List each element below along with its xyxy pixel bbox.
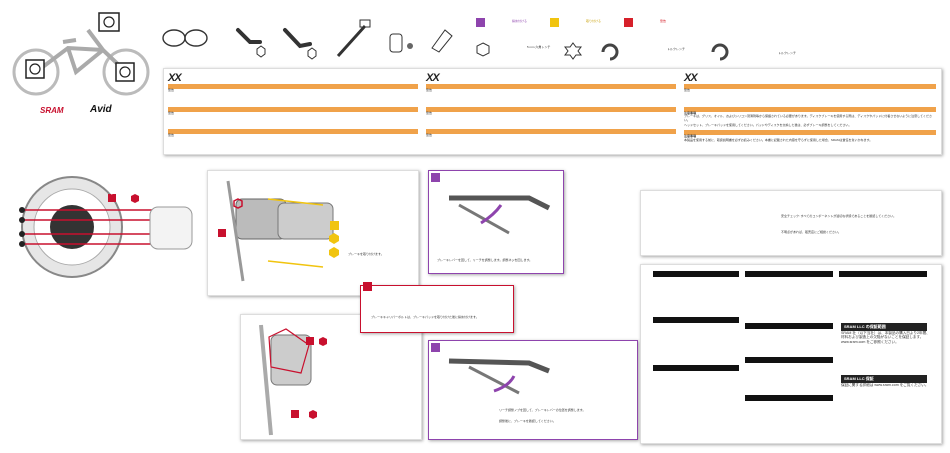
mount-panel <box>240 314 422 440</box>
warranty-bar <box>653 271 739 277</box>
warning-label: 警告 <box>168 110 175 115</box>
caution-text: ブレーキは、グリス、オイル、およびシリコン潤滑剤等から保護されている必要がありま… <box>684 114 932 122</box>
legend: 締め付ける 取り付ける 警告 <box>476 18 676 38</box>
warranty-bar <box>653 365 739 371</box>
tube-icon <box>431 29 453 53</box>
sram-logo: SRAM <box>40 106 64 115</box>
warning-label: 警告 <box>168 88 175 92</box>
warning-column-3: XX 警告 注意事項 ブレーキは、グリス、オイル、およびシリコン潤滑剤等から保護… <box>684 72 936 142</box>
warranty-title: SRAM LLC の保証範囲 <box>841 323 927 331</box>
hex-key-icon <box>236 28 266 58</box>
warranty-text-2: 保証に関する詳細は www.sram.com をご覧ください。 <box>841 383 929 387</box>
legend-purple-swatch <box>476 18 485 27</box>
warning-column-2: XX 警告 警告 警告 <box>426 72 676 138</box>
tools-row <box>160 18 460 63</box>
rotor-diagram: 1 <box>10 172 200 282</box>
notice-text: 安全チェック: すべてのコンポーネントが適切な状態であることを確認してください。 <box>781 214 897 218</box>
torque-wrench-icon <box>336 19 371 58</box>
note-text: 本製品を使用する前に、取扱説明書を必ずお読みください。本書に記載された内容を守ら… <box>684 137 873 142</box>
step-badge-red <box>363 282 372 291</box>
hex-key-2-icon <box>283 28 317 60</box>
safety-glasses-icon <box>162 29 208 47</box>
bike-illustration <box>8 10 153 102</box>
warranty-bar <box>745 395 833 401</box>
warning-bar <box>684 106 936 112</box>
legend-yellow-label: 取り付ける <box>586 19 602 23</box>
legend-red-label: 警告 <box>660 19 667 23</box>
warning-box-text: ブレーキキャリパーボルトは、ブレーキパッドを取り付けた後に締め付けます。 <box>371 315 479 319</box>
caution-text-2: ヘッドセット、ブレーキパッドを使用してください。パッドやディスクを交換した後は、… <box>684 123 852 128</box>
legend-purple-label: 締め付ける <box>512 19 528 23</box>
rotor-step-badge: 1 <box>111 192 113 196</box>
hex-key-label: 5 mm 六角レンチ <box>527 45 551 49</box>
xx-logo: XX <box>426 72 440 84</box>
notice-text-2: 不明点があれば、販売店にご相談ください。 <box>781 230 841 234</box>
warning-label: 警告 <box>684 88 691 92</box>
xx-logo: XX <box>168 72 182 84</box>
warranty-title-2: SRAM LLC 保証 <box>841 375 927 383</box>
warning-label: 警告 <box>168 133 175 138</box>
lever-step-1-text: ブレーキレバーを回して、リーチを調整します。調整ネジを回します。 <box>437 258 533 262</box>
step-badge-purple <box>431 343 440 352</box>
warning-bar <box>426 84 676 89</box>
warning-bar <box>168 106 418 112</box>
warnings-panel: XX 警告 警告 警告 XX 警告 警告 警告 XX 警告 注意事項 ブレーキは… <box>163 68 942 155</box>
warning-bar <box>684 84 936 89</box>
legend-yellow-swatch <box>550 18 559 27</box>
warranty-bar <box>745 271 833 277</box>
legend-red-swatch <box>624 18 633 27</box>
warning-box: ブレーキキャリパーボルトは、ブレーキパッドを取り付けた後に締め付けます。 <box>360 282 514 333</box>
warning-label: 警告 <box>426 133 433 138</box>
warning-label: 警告 <box>426 110 433 115</box>
warranty-bar <box>745 357 833 363</box>
hex-icon <box>476 42 490 57</box>
warning-bar <box>426 106 676 112</box>
warning-bar <box>168 84 418 89</box>
warning-bar <box>684 129 936 135</box>
xx-logo: XX <box>684 72 698 84</box>
lever-step-2-text-2: 調整後に、ブレーキを確認してください。 <box>499 419 556 423</box>
torque-label-1: トルクレンチ <box>667 47 686 51</box>
warranty-panel: SRAM LLC の保証範囲 SRAM 社（以下当社）は、本製品の購入日より2年… <box>640 264 942 444</box>
step-badge-purple <box>431 173 440 182</box>
note-title: 注意事項 <box>684 133 697 138</box>
caliper-panel: ブレーキを取り付けます。 <box>207 170 419 296</box>
avid-logo: Avid <box>90 104 112 115</box>
lever-step-2-text: リーチ調整ノブを回して、ブレーキレバーの位置を調整します。 <box>499 408 586 412</box>
warning-bar <box>426 129 676 135</box>
warranty-text: SRAM 社（以下当社）は、本製品の購入日より2年間、材料および製造上の欠陥がな… <box>841 331 930 344</box>
warning-label: 警告 <box>426 88 433 92</box>
warranty-bar <box>745 323 833 329</box>
warning-column-1: XX 警告 警告 警告 <box>168 72 418 138</box>
caliper-note: ブレーキを取り付けます。 <box>348 252 384 256</box>
notice-panel: 安全チェック: すべてのコンポーネントが適切な状態であることを確認してください。… <box>640 190 942 256</box>
rotate-2-icon <box>711 43 729 61</box>
lever-step-1-panel: ブレーキレバーを回して、リーチを調整します。調整ネジを回します。 <box>428 170 564 274</box>
rotate-icon <box>601 43 619 61</box>
lever-step-2-panel: リーチ調整ノブを回して、ブレーキレバーの位置を調整します。 調整後に、ブレーキを… <box>428 340 638 440</box>
grease-icon <box>389 33 413 53</box>
warning-bar <box>168 129 418 135</box>
spec-row: 5 mm 六角レンチ トルクレンチ トルクレンチ <box>475 40 797 65</box>
torque-label-2: トルクレンチ <box>778 51 797 55</box>
warranty-bar <box>839 271 927 277</box>
warranty-bar <box>653 317 739 323</box>
caution-title: 注意事項 <box>684 110 697 115</box>
star-hex-icon <box>564 42 582 60</box>
